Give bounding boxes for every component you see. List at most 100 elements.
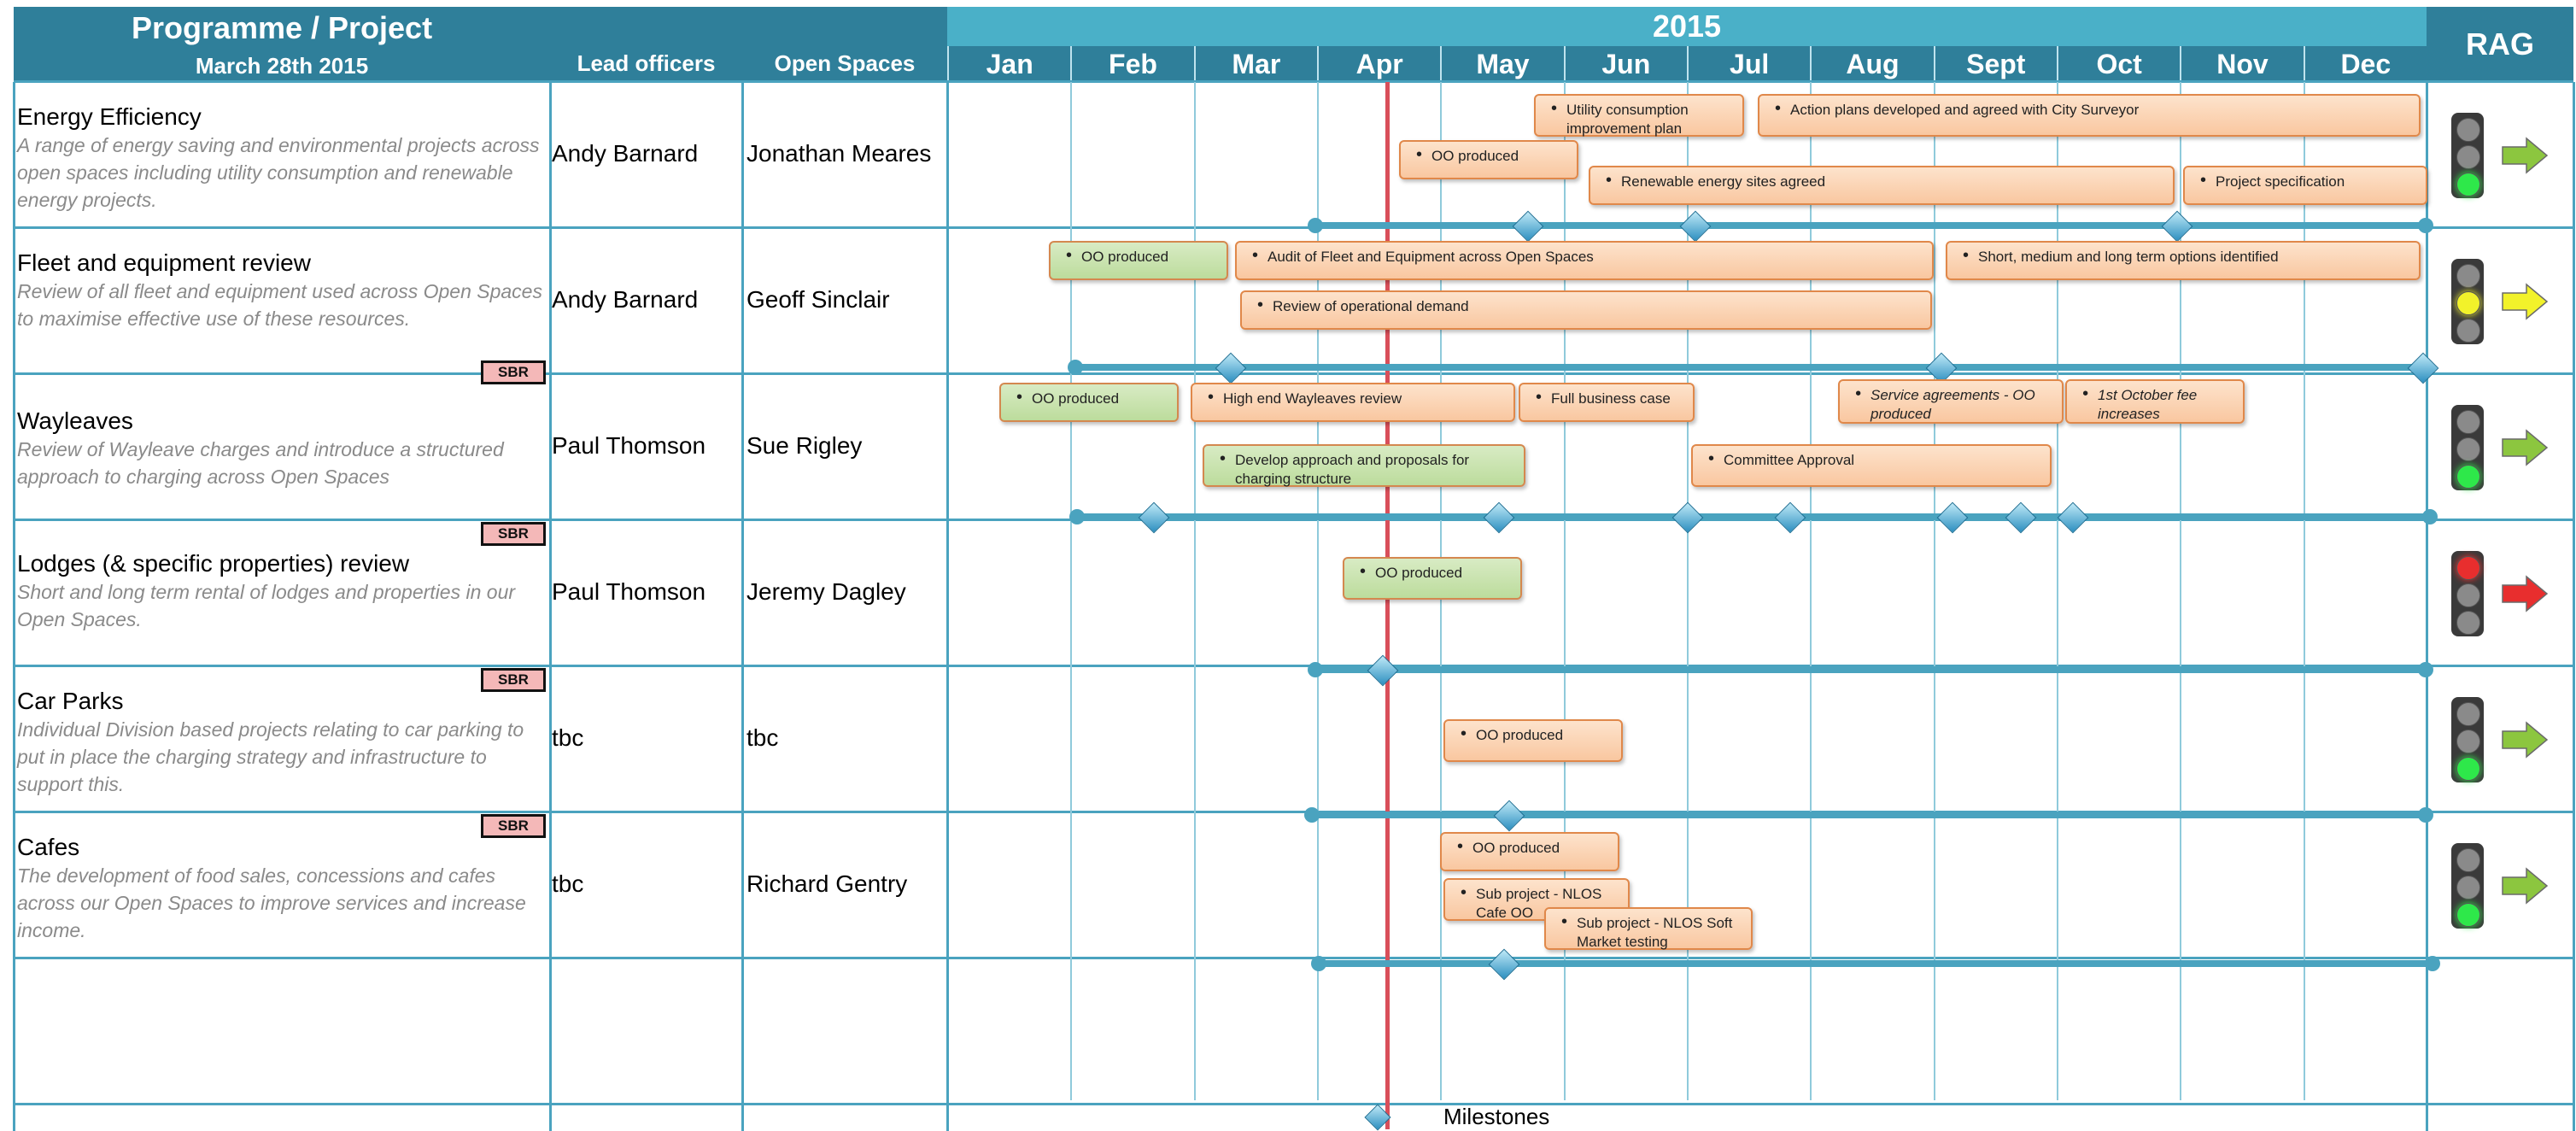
milestone-diamond[interactable] [2005,501,2037,534]
milestone-diamond[interactable] [1936,501,1969,534]
task-bar[interactable]: Audit of Fleet and Equipment across Open… [1235,241,1934,280]
lead-officer: tbc [552,870,584,897]
lead-officer: Paul Thomson [552,432,706,459]
task-bar[interactable]: Service agreements - OO produced [1838,379,2064,424]
milestone-diamond[interactable] [1488,948,1520,981]
task-bar[interactable]: Utility consumption improvement plan [1534,94,1744,137]
lead-officer: Andy Barnard [552,286,699,313]
row-separator [14,811,2573,813]
project-title[interactable]: Fleet and equipment review [17,249,311,276]
sbr-badge: SBR [481,814,546,838]
traffic-light-icon [2451,113,2484,198]
task-bar[interactable]: 1st October fee increases [2065,379,2245,424]
project-title[interactable]: Wayleaves [17,407,133,434]
traffic-light-icon [2451,697,2484,782]
column-divider [946,82,949,1131]
month-divider [2303,82,2305,1100]
month-header-jun: Jun [1563,46,1687,82]
task-bar[interactable]: OO produced [1343,557,1522,600]
rag-trend-arrow-icon [2502,575,2549,612]
month-header-oct: Oct [2056,46,2181,82]
milestone-diamond[interactable] [2161,210,2193,243]
timeline-bar [1312,812,2426,818]
milestone-diamond[interactable] [1679,210,1712,243]
month-divider [1193,82,1196,1100]
rag-trend-arrow-icon [2502,867,2549,905]
project-title[interactable]: Car Parks [17,688,124,714]
milestone-diamond[interactable] [1138,501,1170,534]
task-bar[interactable]: Committee Approval [1691,444,2052,487]
milestone-diamond[interactable] [1671,501,1704,534]
month-divider [1563,82,1566,1100]
month-header-apr: Apr [1316,46,1441,82]
lead-officers-header: Lead officers [550,7,742,82]
task-bar[interactable]: Full business case [1519,383,1695,422]
milestone-diamond[interactable] [1483,501,1515,534]
milestone-diamond[interactable] [2057,501,2089,534]
row-separator [14,1103,2573,1105]
task-bar[interactable]: Project specification [2183,166,2427,205]
open-spaces-officer: Richard Gentry [746,870,908,897]
green-lamp [2456,465,2480,489]
milestone-diamond[interactable] [2407,352,2439,384]
milestone-diamond[interactable] [1774,501,1806,534]
task-bar[interactable]: OO produced [1399,140,1578,179]
timeline-bar [1319,960,2433,967]
task-bar[interactable]: OO produced [1440,832,1619,871]
milestone-diamond[interactable] [1493,800,1525,832]
milestone-diamond[interactable] [1512,210,1544,243]
timeline-endpoint [1308,662,1323,677]
date-label: March 28th 2015 [14,50,550,82]
month-divider [2180,82,2182,1100]
column-divider [2426,82,2428,1131]
task-bar[interactable]: OO produced [1443,719,1623,762]
month-divider [1810,82,1812,1100]
rag-trend-arrow-icon [2502,429,2549,466]
red-lamp [2456,410,2480,434]
month-header-dec: Dec [2303,46,2427,82]
timeline-endpoint [1308,218,1323,233]
project-description: Individual Division based projects relat… [17,718,524,795]
traffic-light-icon [2451,551,2484,636]
project-title[interactable]: Energy Efficiency [17,103,202,130]
project-title[interactable]: Cafes [17,834,80,860]
column-divider [549,82,552,1131]
task-bar[interactable]: OO produced [1049,241,1228,280]
sbr-badge: SBR [481,360,546,384]
task-bar[interactable]: OO produced [999,383,1179,422]
timeline-endpoint [2425,956,2440,971]
amber-lamp [2456,437,2480,461]
red-lamp [2456,848,2480,872]
red-lamp [2456,118,2480,142]
timeline-bar [1315,222,2426,229]
sbr-badge: SBR [481,668,546,692]
month-header-jan: Jan [947,46,1071,82]
task-bar[interactable]: Action plans developed and agreed with C… [1758,94,2421,137]
task-bar[interactable]: Review of operational demand [1240,290,1932,330]
task-bar[interactable]: Short, medium and long term options iden… [1946,241,2421,280]
project-title[interactable]: Lodges (& specific properties) review [17,550,410,577]
rag-trend-arrow-icon [2502,721,2549,759]
row-separator [14,665,2573,667]
task-bar[interactable]: High end Wayleaves review [1191,383,1515,422]
project-description: Review of all fleet and equipment used a… [17,280,542,330]
task-bar[interactable]: Renewable energy sites agreed [1589,166,2175,205]
task-bar[interactable]: Develop approach and proposals for charg… [1203,444,1525,487]
milestone-diamond[interactable] [1215,352,1247,384]
milestone-diamond[interactable] [1367,654,1399,687]
project-description: Short and long term rental of lodges and… [17,581,516,630]
today-marker-line [1385,82,1390,1129]
open-spaces-officer: Sue Rigley [746,432,863,459]
task-bar[interactable]: Sub project - NLOS Soft Market testing [1544,907,1753,950]
timeline-endpoint [1311,956,1326,971]
traffic-light-icon [2451,843,2484,929]
month-divider [1316,82,1319,1100]
lead-officer: Paul Thomson [552,578,706,605]
sbr-badge: SBR [481,522,546,546]
traffic-light-icon [2451,259,2484,344]
open-spaces-officer: Jonathan Meares [746,140,932,167]
timeline-endpoint [2418,218,2433,233]
